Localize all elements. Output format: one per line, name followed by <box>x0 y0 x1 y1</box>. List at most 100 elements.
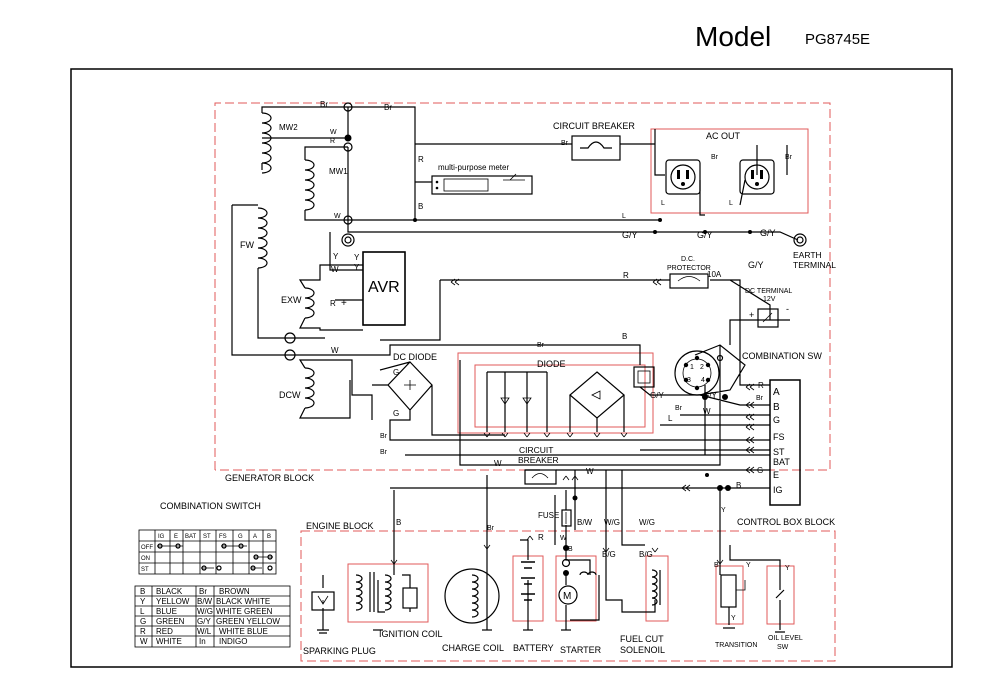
model-number: PG8745E <box>805 31 870 48</box>
oil-level-label-1: OIL LEVEL <box>768 635 803 642</box>
svg-text:R: R <box>330 138 335 145</box>
dc-diode-label: DC DIODE <box>393 352 437 362</box>
svg-text:B: B <box>396 518 401 527</box>
starter-box <box>555 555 597 622</box>
dc-diode-bridge <box>404 380 416 390</box>
transition-label: TRANSITION <box>715 642 757 649</box>
label-dcw: DCW <box>279 390 301 400</box>
wires <box>231 106 799 630</box>
svg-text:B: B <box>622 332 627 341</box>
svg-text:Br: Br <box>380 449 388 456</box>
multi-purpose-meter <box>431 173 533 195</box>
svg-text:W: W <box>140 637 148 646</box>
svg-text:G/Y: G/Y <box>697 230 713 240</box>
svg-text:BLUE: BLUE <box>156 607 177 616</box>
fuel-cut-label-1: FUEL CUT <box>620 634 664 644</box>
svg-text:B: B <box>267 534 271 540</box>
ac-outlet-2 <box>739 159 775 195</box>
svg-text:ST: ST <box>141 567 149 573</box>
circuit-breaker-small-label-1: CIRCUIT <box>519 445 553 455</box>
connector-arrows <box>390 278 755 565</box>
svg-text:B/W: B/W <box>577 518 593 527</box>
label-mw1: MW1 <box>329 167 348 176</box>
dc-protector-rating: 10A <box>707 270 722 279</box>
svg-text:+: + <box>749 310 754 320</box>
legend-row-3: L BLUE W/G WHITE GREEN <box>140 607 273 616</box>
charge-coil <box>444 568 500 631</box>
svg-text:M: M <box>563 591 571 602</box>
svg-text:Br: Br <box>199 587 207 596</box>
fuel-cut-label-2: SOLENOIL <box>620 645 665 655</box>
rectifier-module <box>633 366 655 388</box>
svg-text:Br: Br <box>785 154 793 161</box>
svg-text:Br: Br <box>384 103 392 112</box>
terminal-rings <box>284 102 807 361</box>
svg-text:In: In <box>199 637 206 646</box>
coil-mw1 <box>304 159 315 211</box>
svg-text:IG: IG <box>158 534 165 540</box>
svg-text:G: G <box>757 466 763 475</box>
outer-frame <box>70 68 953 668</box>
svg-text:W: W <box>330 129 337 136</box>
coil-exw <box>304 287 315 319</box>
svg-text:Y: Y <box>333 252 339 261</box>
svg-text:W/L: W/L <box>197 627 212 636</box>
svg-text:Y: Y <box>140 597 146 606</box>
svg-text:B: B <box>714 562 719 569</box>
combination-switch-icon <box>674 350 724 396</box>
pin-4: 4 <box>701 377 705 384</box>
svg-text:L: L <box>140 607 145 616</box>
ignition-coil-label: IGNITION COIL <box>379 629 443 639</box>
svg-text:ST: ST <box>203 534 211 540</box>
svg-text:L: L <box>622 213 626 220</box>
ac-out-box <box>650 128 809 214</box>
terminal-ig: IG <box>773 485 783 495</box>
legend-row-4: G GREEN G/Y GREEN YELLOW <box>140 617 280 626</box>
svg-text:B: B <box>736 481 741 490</box>
dc-terminal <box>757 308 779 328</box>
switch-table-rows: OFF ON ST <box>141 545 153 573</box>
svg-text:R: R <box>623 271 629 280</box>
oil-level-label-2: SW <box>777 644 789 651</box>
svg-text:ON: ON <box>141 556 150 562</box>
svg-text:Y: Y <box>721 507 726 514</box>
battery <box>521 561 535 631</box>
label-fw: FW <box>240 240 254 250</box>
fuel-cut-box <box>645 555 669 622</box>
svg-text:W: W <box>494 459 502 468</box>
circuit-breaker-main-label: CIRCUIT BREAKER <box>553 121 635 131</box>
junction-dots <box>344 134 752 576</box>
svg-text:G: G <box>238 534 243 540</box>
svg-text:YELLOW: YELLOW <box>156 597 190 606</box>
svg-text:G: G <box>393 409 399 418</box>
dc-terminal-label: DC TERMINAL <box>745 288 792 295</box>
svg-text:WHITE: WHITE <box>156 637 182 646</box>
terminal-e: E <box>773 470 779 480</box>
pin-1: 1 <box>690 364 694 371</box>
svg-text:W: W <box>331 265 339 274</box>
svg-text:G/Y: G/Y <box>703 391 717 400</box>
terminal-b: B <box>773 402 780 413</box>
coil-mw2 <box>261 112 272 174</box>
control-box-block-label: CONTROL BOX BLOCK <box>737 517 835 527</box>
svg-text:W/G: W/G <box>604 518 620 527</box>
avr-box <box>362 251 406 326</box>
legend-row-6: W WHITE In INDIGO <box>140 637 247 646</box>
coil-dcw <box>304 367 315 409</box>
svg-text:Br: Br <box>756 395 764 402</box>
svg-text:W: W <box>560 535 567 542</box>
svg-text:+: + <box>341 298 347 309</box>
svg-text:W: W <box>331 346 339 355</box>
dc-protector <box>669 273 709 289</box>
svg-text:B/G: B/G <box>639 550 653 559</box>
svg-text:Br: Br <box>675 405 683 412</box>
engine-block-outline <box>300 530 836 662</box>
svg-text:R: R <box>140 627 146 636</box>
color-legend-table <box>134 585 291 648</box>
ac-out-label: AC OUT <box>706 131 741 141</box>
svg-text:W: W <box>334 213 341 220</box>
starter-label: STARTER <box>560 645 602 655</box>
terminal-g: G <box>773 415 780 425</box>
svg-text:W/G: W/G <box>639 518 655 527</box>
svg-text:BROWN: BROWN <box>219 587 250 596</box>
